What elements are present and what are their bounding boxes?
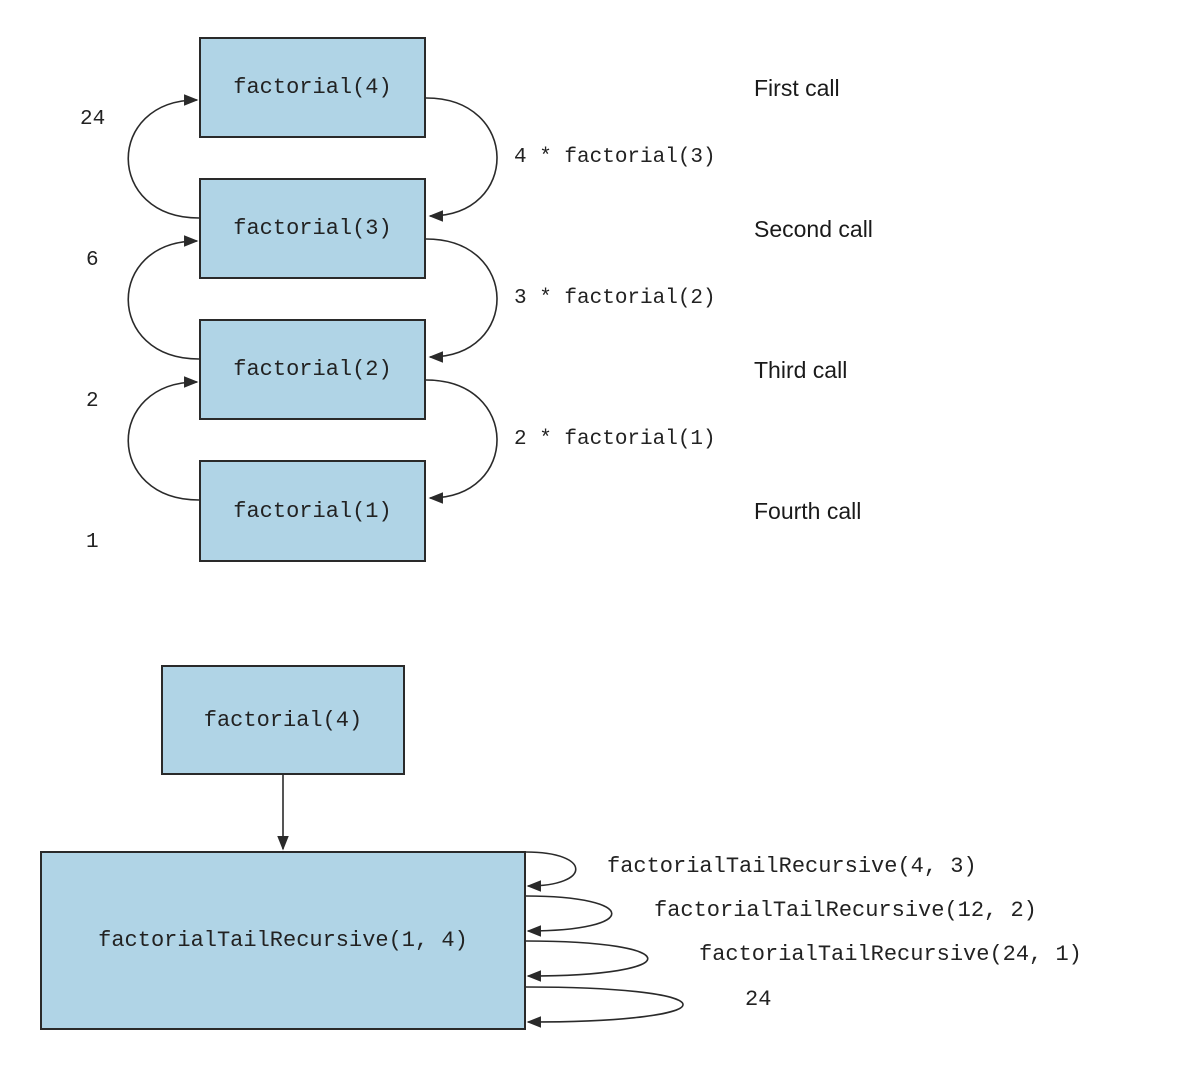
call-box-2: factorial(3) <box>199 178 426 279</box>
return-value-2: 6 <box>86 249 99 272</box>
loop-label-4: 24 <box>745 987 772 1012</box>
return-arrow-1 <box>127 94 200 219</box>
return-value-1: 24 <box>80 108 106 131</box>
call-label: factorial(3) <box>233 216 392 241</box>
step-label-1: First call <box>754 75 840 101</box>
return-arrow-2 <box>127 235 200 360</box>
call-expression-2: 3 * factorial(2) <box>514 287 716 310</box>
call-label: factorial(2) <box>233 357 392 382</box>
loop-arrow-1 <box>525 851 577 892</box>
entry-box: factorial(4) <box>161 665 405 775</box>
loop-arrow-4 <box>525 986 684 1028</box>
step-label-2: Second call <box>754 216 873 242</box>
call-expression-3: 2 * factorial(1) <box>514 428 716 451</box>
call-box-4: factorial(1) <box>199 460 426 562</box>
loop-label-1: factorialTailRecursive(4, 3) <box>607 854 977 879</box>
step-label-4: Fourth call <box>754 498 862 524</box>
return-arrow-3 <box>127 376 200 501</box>
call-expression-1: 4 * factorial(3) <box>514 146 716 169</box>
tail-label: factorialTailRecursive(1, 4) <box>98 928 468 953</box>
call-label: factorial(1) <box>233 498 392 524</box>
call-label: factorial(4) <box>233 75 392 100</box>
loop-label-2: factorialTailRecursive(12, 2) <box>654 898 1037 923</box>
call-arrow-3 <box>425 379 498 504</box>
call-box-3: factorial(2) <box>199 319 426 420</box>
call-box-1: factorial(4) <box>199 37 426 138</box>
entry-label: factorial(4) <box>203 707 363 733</box>
return-value-3: 2 <box>86 390 99 413</box>
return-value-4: 1 <box>86 531 99 554</box>
tail-box: factorialTailRecursive(1, 4) <box>40 851 526 1030</box>
loop-label-3: factorialTailRecursive(24, 1) <box>699 942 1082 967</box>
call-arrow-2 <box>425 238 498 363</box>
loop-arrow-3 <box>525 940 649 982</box>
step-label-3: Third call <box>754 357 848 383</box>
loop-arrow-2 <box>525 895 613 937</box>
call-arrow-1 <box>425 97 498 222</box>
